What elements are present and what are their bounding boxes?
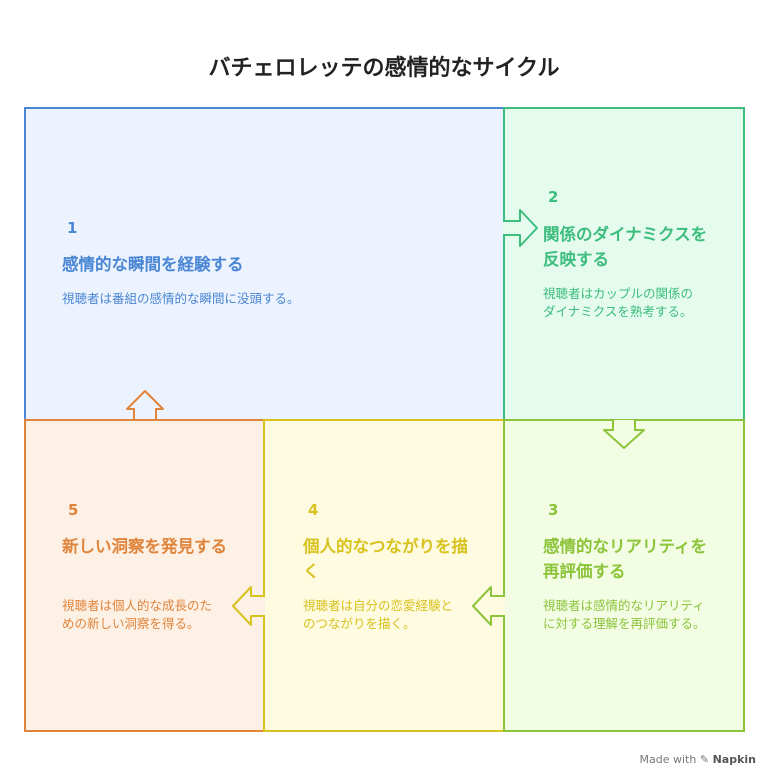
step-3-heading: 感情的なリアリティを再評価する	[543, 537, 708, 581]
step-5-description: 視聴者は個人的な成長のための新しい洞察を得る。	[62, 598, 213, 631]
step-2-description: 視聴者はカップルの関係のダイナミクスを熟考する。	[543, 286, 694, 319]
step-3-number: 3	[548, 501, 559, 519]
step-3-box	[503, 419, 745, 732]
step-1-description: 視聴者は番組の感情的な瞬間に没頭する。	[62, 291, 300, 306]
step-5-box	[24, 419, 265, 732]
napkin-logo-icon: ✎	[699, 753, 710, 766]
napkin-brand: Napkin	[712, 753, 756, 766]
step-5-number: 5	[68, 501, 79, 519]
step-3-description: 視聴者は感情的なリアリティに対する理解を再評価する。	[543, 598, 706, 631]
step-1-heading: 感情的な瞬間を経験する	[62, 255, 244, 274]
arrow-down-icon	[603, 420, 645, 449]
arrow-left-icon	[472, 586, 505, 626]
step-2-number: 2	[548, 188, 559, 206]
step-1-number: 1	[67, 219, 78, 237]
step-5-heading: 新しい洞察を発見する	[62, 537, 227, 556]
step-4-number: 4	[308, 501, 319, 519]
arrow-up-icon	[126, 390, 164, 419]
step-4-box	[263, 419, 505, 732]
diagram-title: バチェロレッテの感情的なサイクル	[208, 56, 560, 81]
step-4-description: 視聴者は自分の恋愛経験とのつながりを描く。	[303, 598, 454, 631]
made-with-label: Made with	[639, 753, 697, 766]
step-1-box	[24, 107, 505, 421]
step-2-heading: 関係のダイナミクスを反映する	[543, 225, 708, 269]
arrow-right-icon	[503, 209, 538, 247]
step-4-heading: 個人的なつながりを描く	[303, 537, 468, 581]
arrow-left-icon	[232, 586, 265, 626]
made-with-napkin-footer: Made with ✎ Napkin	[640, 753, 756, 766]
